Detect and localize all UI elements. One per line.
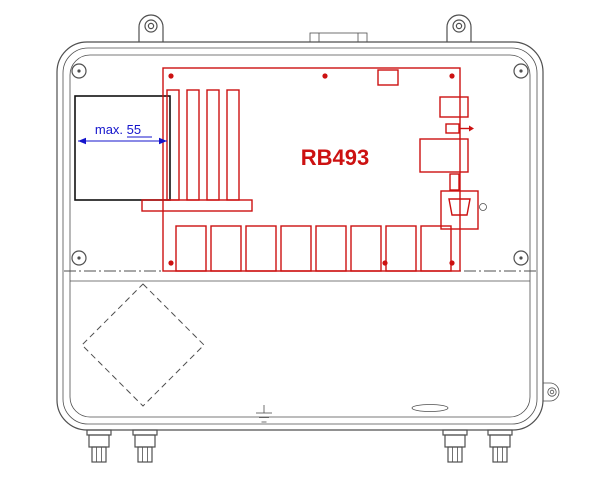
terminal-block (175, 225, 207, 272)
terminal-block-row (175, 225, 452, 272)
screw-center (519, 256, 523, 260)
terminal-block (315, 225, 347, 272)
dsub-connector (440, 190, 479, 230)
dimension-annotation: max. 55 (78, 122, 167, 145)
dsub-face (448, 198, 471, 216)
gland-nut (444, 434, 466, 448)
ear-tab (446, 14, 472, 42)
mounting-ear-right (446, 14, 472, 42)
ear-hole-inner (147, 22, 155, 30)
top-cable-entry (309, 32, 368, 43)
terminal-block (245, 225, 277, 272)
card-slot-base (141, 199, 253, 212)
ear-tab (138, 14, 164, 42)
gland-body (492, 446, 508, 463)
mounting-ear-left (138, 14, 164, 42)
gland-body (447, 446, 463, 463)
ear-hole-inner (455, 22, 463, 30)
screw (71, 250, 87, 266)
screw (513, 63, 529, 79)
terminal-block (280, 225, 312, 272)
tab-hole-inner (549, 389, 555, 395)
component-relay (439, 96, 469, 118)
gland-nut (134, 434, 156, 448)
pcb-mount-hole (168, 260, 174, 266)
screw-center (77, 69, 81, 73)
card-slot-comb (141, 89, 253, 212)
gland-body (137, 446, 153, 463)
module-max-width-envelope (74, 95, 171, 201)
ear-hole-outer (452, 19, 466, 33)
terminal-block (385, 225, 417, 272)
gland-flange (86, 429, 112, 436)
side-tab-right (543, 382, 560, 402)
connector-panel-hole (479, 203, 487, 211)
screw-center (519, 69, 523, 73)
entry-body (309, 32, 368, 43)
pcb-mount-hole (449, 260, 455, 266)
gland-flange (487, 429, 513, 436)
pcb-mount-hole (449, 73, 455, 79)
recess-oval (411, 404, 449, 412)
tab-outline (543, 382, 560, 402)
gland-flange (132, 429, 158, 436)
component-module (419, 138, 469, 173)
screw (71, 63, 87, 79)
card-slat (226, 89, 240, 201)
cable-gland-1 (86, 429, 112, 463)
pcb-mount-hole (168, 73, 174, 79)
ear-hole-outer (144, 19, 158, 33)
gland-nut (489, 434, 511, 448)
ground-symbol (256, 405, 272, 423)
terminal-block (210, 225, 242, 272)
gland-nut (88, 434, 110, 448)
gland-body (91, 446, 107, 463)
enclosure-outer-wall (56, 41, 544, 431)
gland-flange (442, 429, 468, 436)
dimension-arrow-right (159, 137, 167, 145)
enclosure-outline (56, 41, 544, 431)
knockout-dashed-diamond (81, 283, 205, 407)
lid-screws (71, 63, 529, 266)
component-fuse (445, 123, 460, 134)
pcb: RB493 (141, 67, 479, 272)
board-label: RB493 (301, 145, 369, 170)
terminal-block (350, 225, 382, 272)
card-slat (206, 89, 220, 201)
dimension-arrow-left (78, 137, 86, 145)
pcb-mount-hole (322, 73, 328, 79)
cable-gland-3 (442, 429, 468, 463)
cable-gland-4 (487, 429, 513, 463)
component-small-top (377, 69, 399, 86)
dimension-label: max. 55 (95, 122, 141, 137)
pcb-mount-hole (382, 260, 388, 266)
cable-gland-2 (132, 429, 158, 463)
card-slat (186, 89, 200, 201)
enclosure-lid-edge (62, 47, 538, 425)
tab-hole-outer (547, 387, 557, 397)
card-slat (166, 89, 180, 201)
enclosure-inner-wall (69, 54, 531, 418)
screw-center (77, 256, 81, 260)
screw (513, 250, 529, 266)
terminal-block (420, 225, 452, 272)
component-small-vertical (449, 173, 460, 191)
fuse-tip (469, 125, 474, 132)
pcb-components (377, 69, 479, 230)
